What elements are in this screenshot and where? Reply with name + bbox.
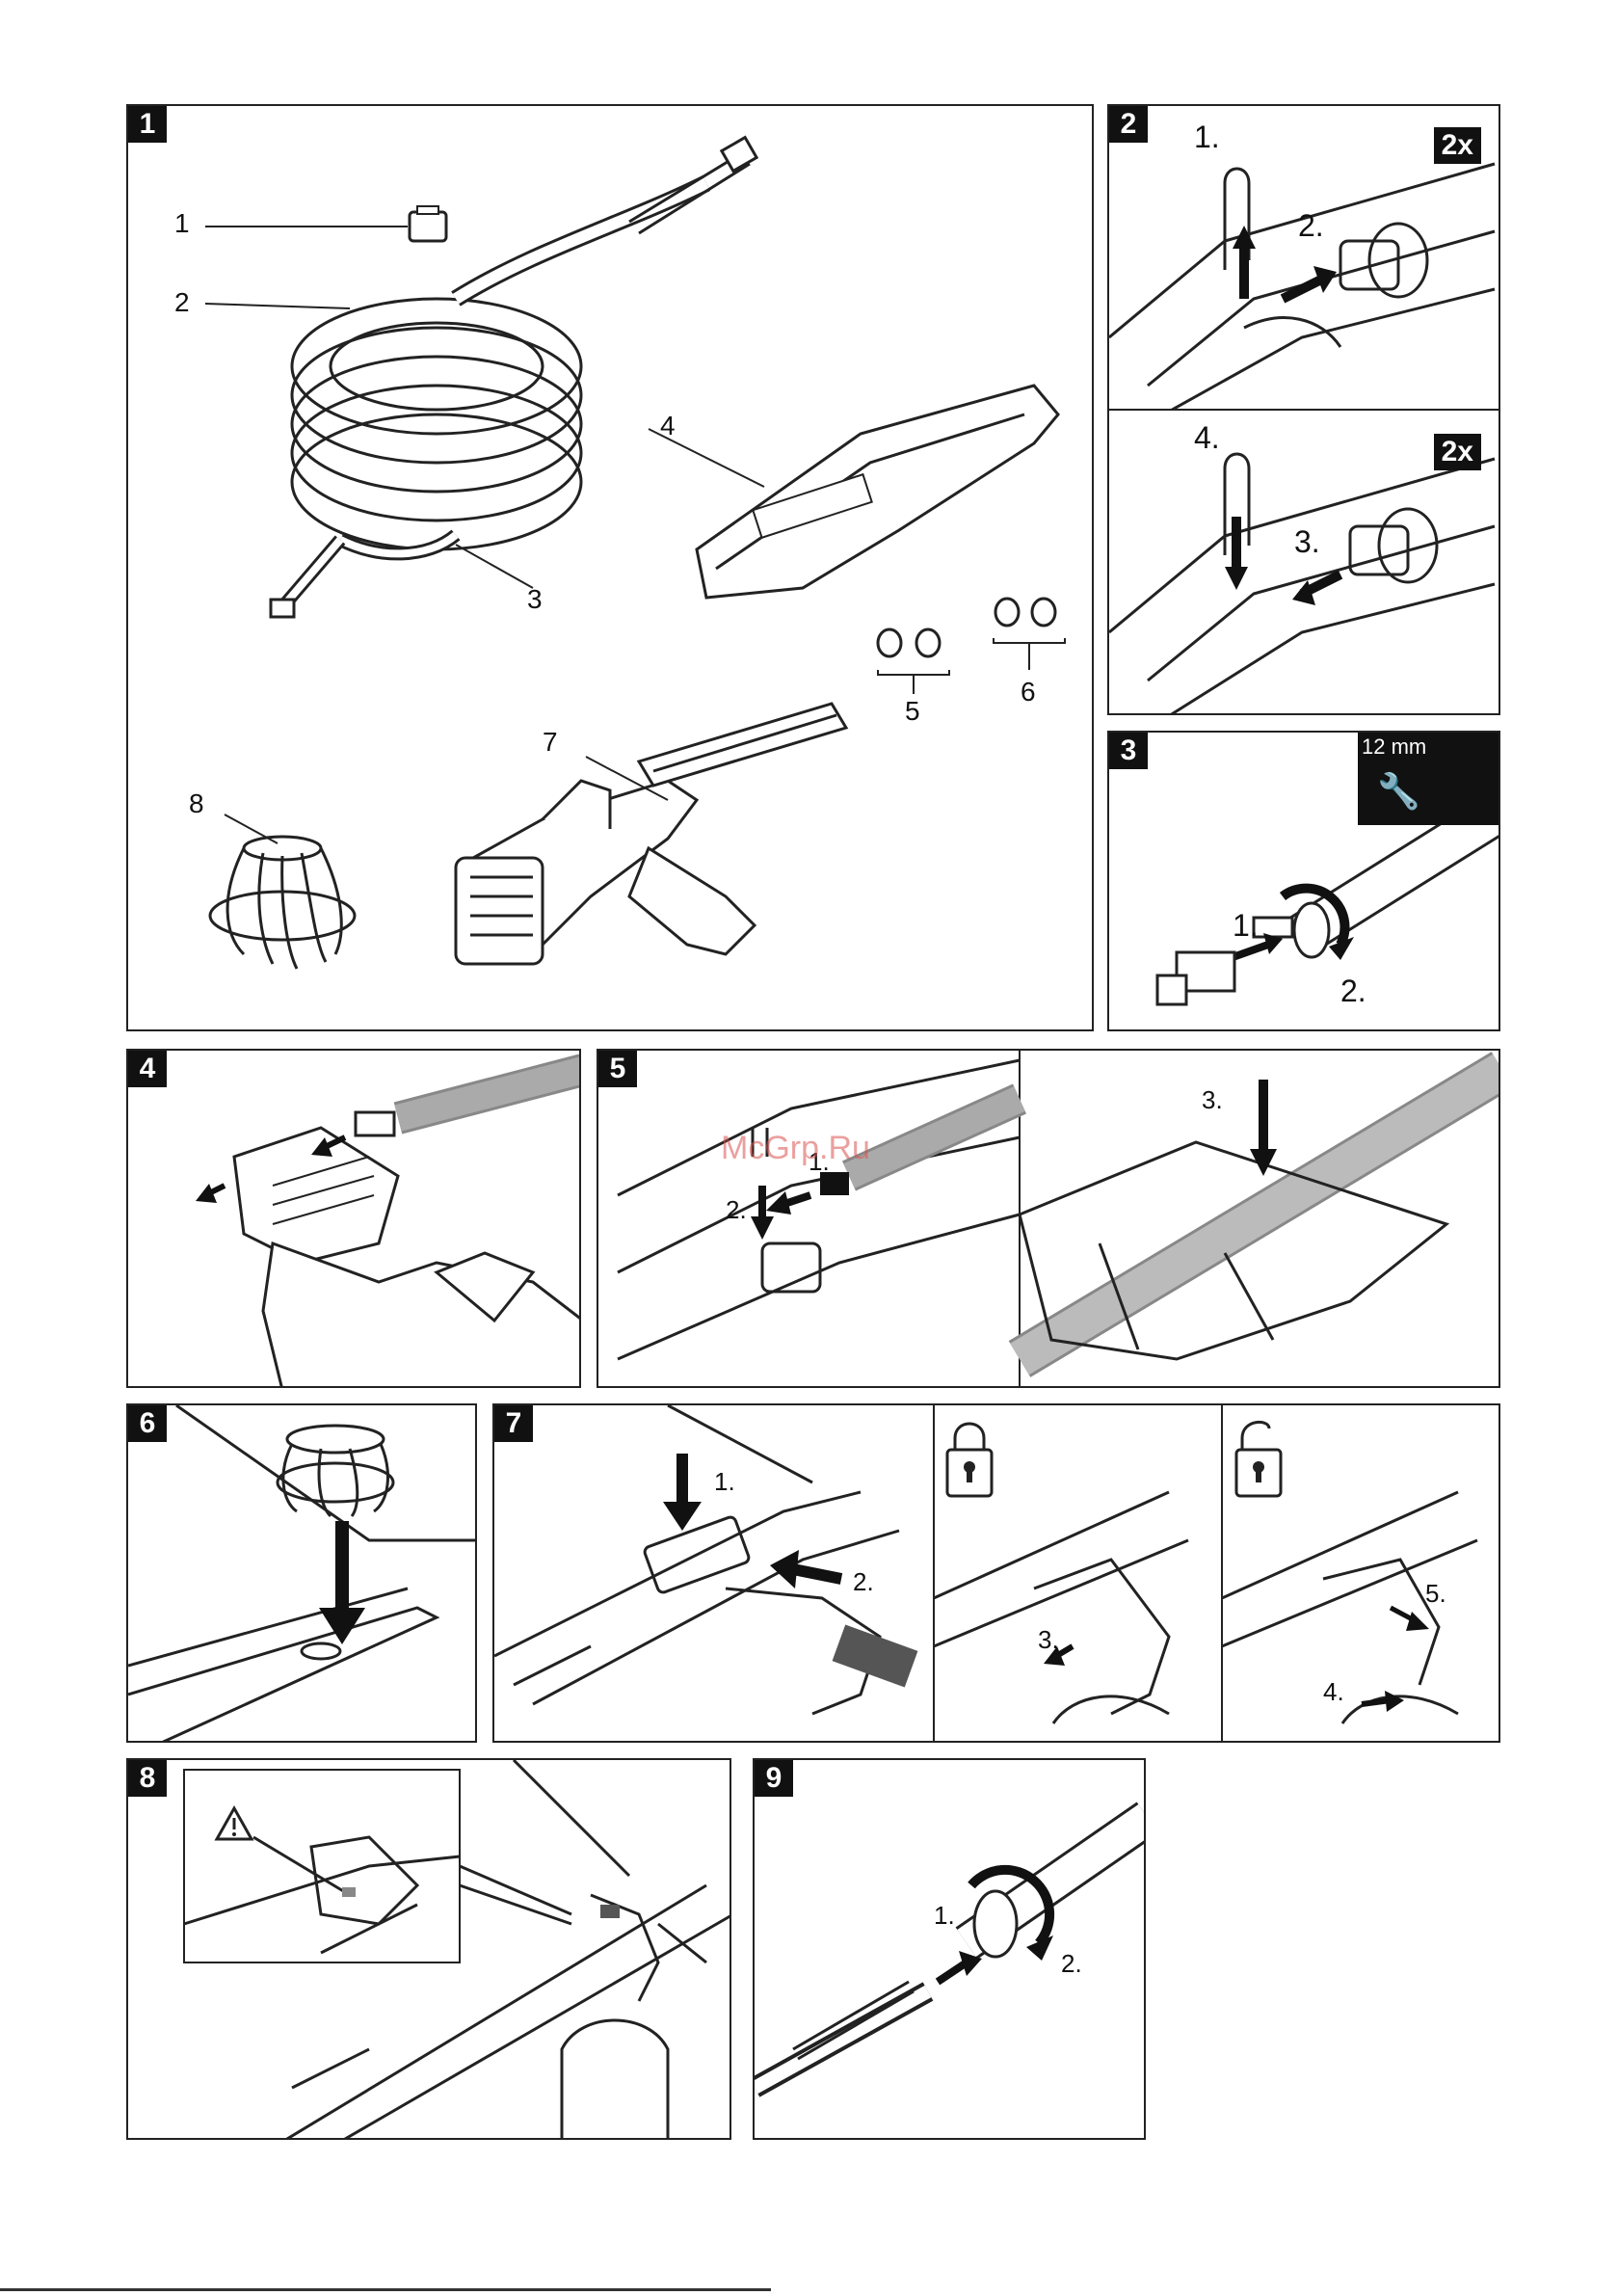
panel-2-bottom: 2x 4. 3. bbox=[1107, 409, 1500, 715]
repeat-badge: 2x bbox=[1434, 127, 1481, 164]
panel-6: 6 bbox=[126, 1403, 477, 1743]
step-1: 1. bbox=[1233, 908, 1259, 944]
step-3: 3. bbox=[1202, 1085, 1223, 1115]
step-2: 2. bbox=[1340, 974, 1366, 1009]
panel-number: 5 bbox=[598, 1051, 637, 1087]
part-label-7: 7 bbox=[543, 727, 558, 758]
panel-2-top: 2 2x 1. 2. bbox=[1107, 104, 1500, 411]
wrench-size: 12 mm bbox=[1362, 734, 1426, 760]
panel-number: 1 bbox=[128, 106, 167, 143]
step-2: 2. bbox=[726, 1195, 747, 1225]
part-label-6: 6 bbox=[1021, 677, 1036, 707]
panel-9-illustration bbox=[755, 1760, 1146, 2140]
step-2: 2. bbox=[853, 1567, 874, 1597]
step-1: 1. bbox=[1194, 120, 1220, 155]
panel-5: 5 1. 2. 3. bbox=[597, 1049, 1500, 1388]
panel-9: 9 1. 2. bbox=[753, 1758, 1146, 2140]
part-label-8: 8 bbox=[189, 788, 204, 819]
panel-number: 6 bbox=[128, 1405, 167, 1442]
watermark: McGrp.Ru bbox=[721, 1130, 870, 1167]
panel-3: 3 12 mm 🔧 1. 2. bbox=[1107, 731, 1500, 1031]
panel-number: 2 bbox=[1109, 106, 1148, 143]
panel-7: 7 bbox=[492, 1403, 1500, 1743]
step-2: 2. bbox=[1061, 1949, 1082, 1979]
step-3: 3. bbox=[1038, 1625, 1059, 1655]
part-label-1: 1 bbox=[174, 208, 190, 239]
parts-illustration bbox=[128, 106, 1094, 1031]
panel-4: 4 bbox=[126, 1049, 581, 1388]
step-1: 1. bbox=[714, 1467, 735, 1497]
panel-number: 7 bbox=[494, 1405, 533, 1442]
step-4: 4. bbox=[1194, 420, 1220, 456]
panel-number: 8 bbox=[128, 1760, 167, 1797]
wrench-tool-box: 12 mm 🔧 bbox=[1358, 733, 1499, 825]
step-4: 4. bbox=[1323, 1677, 1344, 1707]
panel-number: 4 bbox=[128, 1051, 167, 1087]
footer-line bbox=[0, 2288, 771, 2291]
panel-6-illustration bbox=[128, 1405, 477, 1743]
step-2: 2. bbox=[1298, 208, 1324, 244]
wrench-icon: 🔧 bbox=[1377, 771, 1420, 812]
panel-8: 8 bbox=[126, 1758, 731, 2140]
step-3: 3. bbox=[1294, 524, 1320, 560]
step-1: 1. bbox=[934, 1901, 955, 1931]
panel-number: 9 bbox=[755, 1760, 793, 1797]
panel-1-parts: 1 bbox=[126, 104, 1094, 1031]
step-5: 5. bbox=[1425, 1579, 1446, 1609]
part-label-2: 2 bbox=[174, 287, 190, 318]
part-label-5: 5 bbox=[905, 696, 920, 727]
part-label-3: 3 bbox=[527, 584, 543, 615]
panel-8-illustration bbox=[128, 1760, 731, 2140]
panel-7-illustration bbox=[494, 1405, 1500, 1743]
part-label-4: 4 bbox=[660, 411, 676, 441]
panel-4-illustration bbox=[128, 1051, 581, 1388]
repeat-badge: 2x bbox=[1434, 434, 1481, 470]
panel-number: 3 bbox=[1109, 733, 1148, 769]
